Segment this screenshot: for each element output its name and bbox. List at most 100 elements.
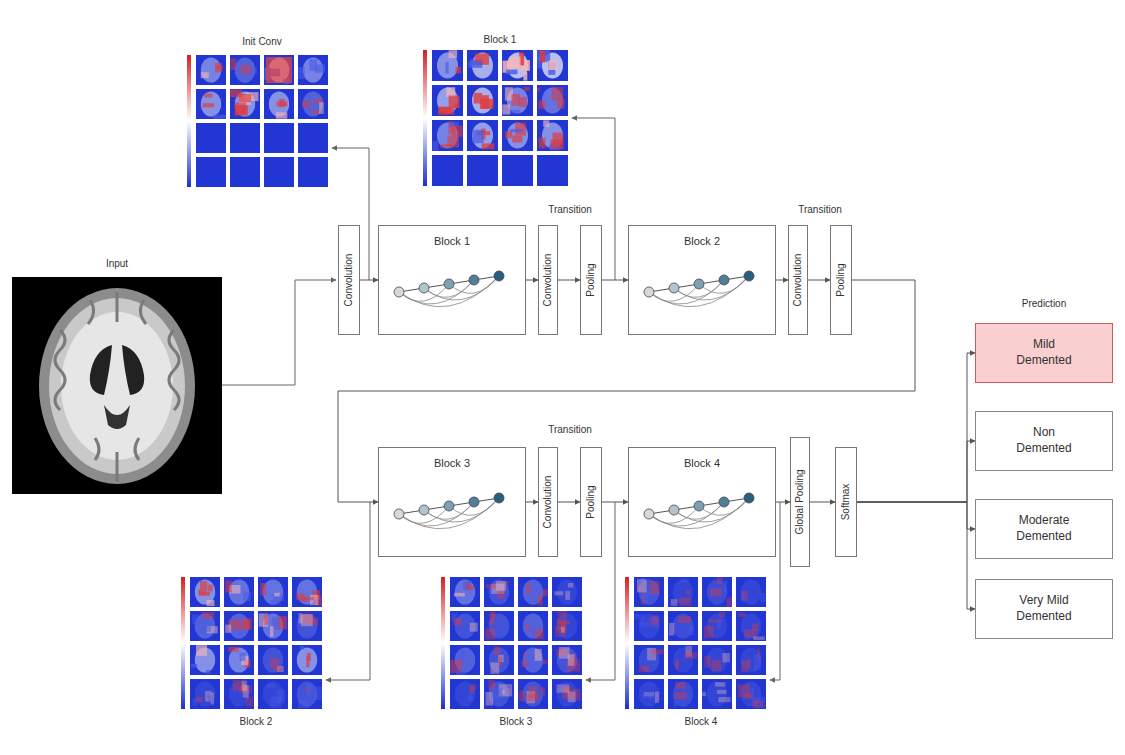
tile-ground [196,55,226,85]
tile-activation [455,681,475,706]
heatmap-tile [190,611,220,641]
heatmap-tile [537,50,568,81]
tile-activation [523,647,543,672]
heatmap-tile [190,645,220,675]
dense-layer [494,493,504,503]
tile-activation [724,580,727,593]
tile-activation [270,658,279,667]
mri-background [12,277,222,494]
color-bar [187,55,191,187]
heatmap-tile [432,50,463,81]
panel-title: Block 2 [240,716,273,728]
flow-connector [857,353,975,502]
tile-activation [541,688,545,696]
tile-activation [686,590,691,595]
heatmap-tile [634,577,664,607]
heatmap-tile [537,155,568,186]
tile-activation [263,647,283,672]
tile-ground [432,155,463,186]
dense-layer [719,497,729,507]
tile-activation [738,684,750,697]
tile-ground [467,50,498,81]
tile-ground [258,679,288,709]
heatmap-tile [668,611,698,641]
tile-activation [539,138,546,149]
dense-block: Block 4 [628,447,776,557]
tile-activation [449,96,460,108]
tile-activation [278,616,287,629]
dense-layer [419,505,429,515]
tile-activation [196,645,207,656]
brain-sulci [55,292,179,482]
flow-connector [857,441,975,502]
tile-activation [717,618,721,628]
panel-title: Block 4 [685,716,718,728]
tile-activation [523,72,527,81]
heatmap-tile [450,611,480,641]
tile-ground [668,645,698,675]
dense-layer [694,501,704,511]
heatmap-tile [190,679,220,709]
tile-activation [752,700,763,707]
tile-activation [540,51,545,63]
tile-activation [230,59,236,70]
tile-activation [523,613,543,638]
tile-activation [273,667,283,671]
tile-activation [523,579,543,604]
tile-activation [655,692,659,703]
tile-activation [685,652,697,659]
tile-ground [230,157,260,187]
heatmap-tile [502,155,533,186]
tile-ground [292,645,322,675]
heatmap-tile [467,50,498,81]
layer-box: Convolution [538,447,558,557]
tile-activation [243,592,251,601]
tile-ground [502,50,533,81]
heatmap-tile [736,645,766,675]
tile-ground [537,50,568,81]
dense-link [399,498,499,529]
heatmap-tile [537,120,568,151]
heatmap-tile [450,679,480,709]
tile-activation [489,579,509,604]
tile-activation [485,629,495,640]
heatmap-tile [432,85,463,116]
tile-ground [634,679,664,709]
dense-block: Block 3 [378,447,526,557]
tile-activation [526,583,531,594]
tile-activation [537,88,540,92]
panel-title: Block 3 [500,716,533,728]
tile-activation [225,625,231,633]
tile-activation [259,614,269,627]
tile-activation [722,653,730,662]
tile-activation [455,579,475,604]
tile-ground [736,645,766,675]
tile-ground [702,611,732,641]
tile-activation [561,627,565,633]
tile-activation [559,647,570,659]
tile-ground [518,645,548,675]
heatmap-tile [264,89,294,119]
tile-activation [474,93,483,104]
heatmap-tile [230,157,260,187]
stage-label: Transition [798,204,842,216]
tile-activation [754,666,761,671]
heatmap-tile [292,679,322,709]
tile-ground [258,577,288,607]
heatmap-tile [190,577,220,607]
flow-connector [526,502,538,503]
tile-ground [298,89,328,119]
tile-ground [432,85,463,116]
heatmap-tile [518,679,548,709]
layer-box: Convolution [338,225,360,335]
heatmap-tile [292,577,322,607]
dense-link [424,498,499,522]
flow-connector [526,280,538,281]
tile-ground [484,679,514,709]
heatmap-tile [634,611,664,641]
tile-activation [492,688,503,699]
layer-label: Softmax [841,484,851,521]
dense-link [699,498,749,515]
tile-activation [524,87,530,91]
